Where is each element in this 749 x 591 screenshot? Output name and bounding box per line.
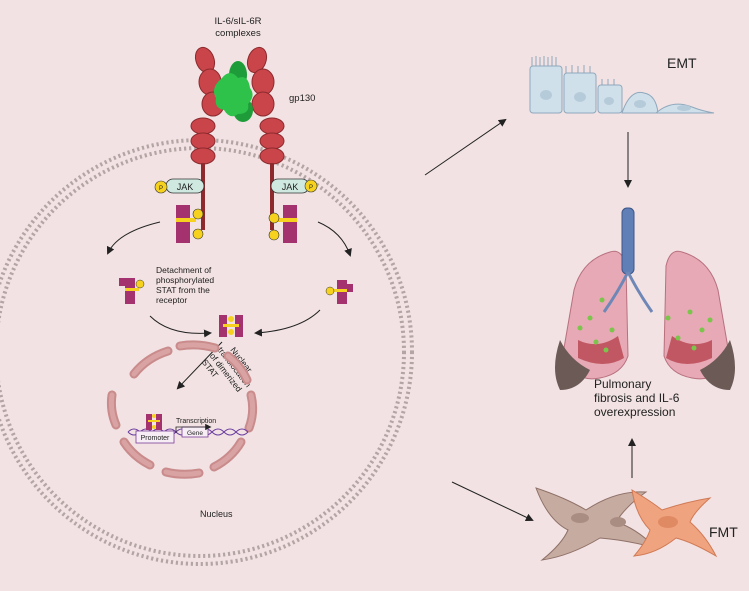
outcome-label: Pulmonary fibrosis and IL-6 overexpressi… <box>594 377 680 419</box>
gp130-receptor-left <box>190 46 225 230</box>
svg-text:STAT from the: STAT from the <box>156 285 210 295</box>
emt-epithelium <box>529 56 715 114</box>
stat-bound-left <box>176 205 204 243</box>
fmt-label: FMT <box>709 524 738 540</box>
transcription-arrow <box>175 423 212 433</box>
detachment-label: Detachment of phosphorylated STAT from t… <box>156 265 214 305</box>
gp130-label: gp130 <box>289 93 315 104</box>
free-stat-left <box>119 278 145 304</box>
emt-label: EMT <box>667 55 697 71</box>
transcription-label: Transcription <box>176 418 216 425</box>
p-label: P <box>159 186 163 192</box>
free-stat-right <box>325 280 353 304</box>
jak-right: JAK P <box>270 178 318 194</box>
svg-text:Detachment of: Detachment of <box>156 265 212 275</box>
complexes-label-line2: complexes <box>215 28 261 39</box>
detach-arrow-right <box>317 221 352 257</box>
converge-arrow-right <box>254 309 321 337</box>
promoter-box: Promoter <box>135 430 175 444</box>
il6-sil6r-complex <box>214 61 253 122</box>
gp130-receptor-right <box>246 46 285 230</box>
cell-membrane <box>0 138 414 566</box>
detach-arrow-left <box>106 221 161 255</box>
svg-text:phosphorylated: phosphorylated <box>156 275 214 285</box>
jak-left-label: JAK <box>177 182 194 192</box>
p-label: P <box>309 185 313 191</box>
arrow-to-fmt <box>451 481 534 522</box>
jak-right-label: JAK <box>282 182 299 192</box>
complexes-label-line1: IL-6/sIL-6R <box>215 16 262 27</box>
nucleus-label: Nucleus <box>200 509 233 519</box>
svg-text:fibrosis and IL-6: fibrosis and IL-6 <box>594 391 680 405</box>
converge-arrow-left <box>149 315 212 338</box>
nucleus-envelope-fill <box>108 342 256 477</box>
svg-text:receptor: receptor <box>156 295 187 305</box>
lungs <box>555 207 735 390</box>
gene-box: Gene <box>181 426 209 438</box>
svg-text:Pulmonary: Pulmonary <box>594 377 651 391</box>
stat-bound-right <box>268 205 297 243</box>
stat-dimer-on-dna <box>146 414 162 430</box>
stat-dimer <box>219 315 243 337</box>
svg-text:Gene: Gene <box>187 430 203 437</box>
svg-text:overexpression: overexpression <box>594 405 675 419</box>
fmt-myofibroblast <box>631 489 718 558</box>
jak-left: JAK P <box>154 178 205 194</box>
svg-text:Promoter: Promoter <box>141 435 170 442</box>
arrow-to-emt <box>424 118 507 176</box>
